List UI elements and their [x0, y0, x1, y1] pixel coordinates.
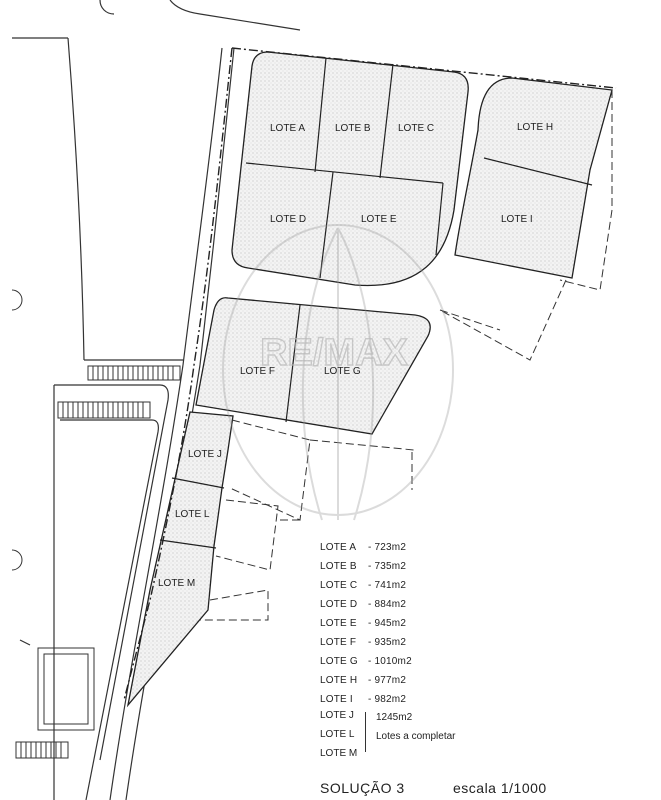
legend-lot-name: LOTE D	[320, 599, 358, 610]
lot-label-h: LOTE H	[517, 122, 553, 133]
watermark-balloon	[222, 224, 454, 521]
lot-label-e: LOTE E	[361, 214, 397, 225]
legend-row: LOTE E - 945m2	[320, 614, 412, 633]
legend-lot-area: - 723m2	[368, 542, 407, 553]
watermark-text: RE/MAX	[260, 332, 408, 374]
legend-row: LOTE B - 735m2	[320, 557, 412, 576]
parking-hatch	[15, 365, 181, 759]
area-legend: LOTE A - 723m2 LOTE B - 735m2 LOTE C - 741m…	[320, 538, 412, 709]
legend-lot-name: LOTE B	[320, 561, 357, 572]
legend-lot-area: - 977m2	[368, 675, 407, 686]
lot-label-b: LOTE B	[335, 123, 371, 134]
lot-label-g: LOTE G	[324, 366, 361, 377]
pending-note: Lotes a completar	[376, 731, 456, 742]
legend-lot-name: LOTE H	[320, 675, 358, 686]
legend-lot-area: - 982m2	[368, 694, 407, 705]
block-central	[195, 297, 431, 435]
legend-lot-area: - 945m2	[368, 618, 407, 629]
edge-marks	[11, 289, 23, 571]
plan-scale: escala 1/1000	[453, 780, 547, 796]
lot-label-i: LOTE I	[501, 214, 533, 225]
future-lot-lines	[200, 90, 613, 621]
lot-labels: LOTE A LOTE B LOTE C LOTE D LOTE E LOTE …	[158, 122, 553, 589]
legend-lot-area: - 735m2	[368, 561, 407, 572]
legend-lot-area: - 935m2	[368, 637, 407, 648]
pending-area: 1245m2	[376, 712, 413, 723]
block-north	[231, 51, 469, 287]
legend-lot-name: LOTE C	[320, 580, 358, 591]
pending-lot-name: LOTE J	[320, 710, 354, 721]
legend-row: LOTE F - 935m2	[320, 633, 412, 652]
legend-lot-name: LOTE A	[320, 542, 357, 553]
plan-title: SOLUÇÃO 3	[320, 780, 405, 796]
legend-lot-name: LOTE I	[320, 694, 353, 705]
legend-row: LOTE A - 723m2	[320, 538, 412, 557]
legend-lot-area: - 741m2	[368, 580, 407, 591]
lot-label-d: LOTE D	[270, 214, 306, 225]
block-east	[454, 77, 613, 279]
legend-lot-name: LOTE G	[320, 656, 358, 667]
lot-label-a: LOTE A	[270, 123, 305, 134]
legend-row: LOTE H - 977m2	[320, 671, 412, 690]
legend-lot-name: LOTE E	[320, 618, 357, 629]
boundary-dashed	[123, 47, 617, 701]
pending-lot-name: LOTE M	[320, 748, 358, 759]
lot-label-f: LOTE F	[240, 366, 275, 377]
building-outline	[37, 647, 95, 731]
pending-bracket	[365, 712, 366, 752]
legend-row: LOTE C - 741m2	[320, 576, 412, 595]
block-south	[126, 411, 234, 708]
lot-label-j: LOTE J	[188, 449, 222, 460]
legend-lot-name: LOTE F	[320, 637, 357, 648]
pending-lots: LOTE J LOTE L LOTE M 1245m2 Lotes a comp…	[320, 706, 456, 763]
legend-row: LOTE I - 982m2	[320, 690, 412, 709]
lot-label-c: LOTE C	[398, 123, 434, 134]
legend-lot-area: - 884m2	[368, 599, 407, 610]
legend-lot-area: - 1010m2	[368, 656, 412, 667]
pending-lot-name: LOTE L	[320, 729, 355, 740]
lot-label-m: LOTE M	[158, 578, 195, 589]
lot-label-l: LOTE L	[175, 509, 210, 520]
legend-row: LOTE D - 884m2	[320, 595, 412, 614]
legend-row: LOTE G - 1010m2	[320, 652, 412, 671]
